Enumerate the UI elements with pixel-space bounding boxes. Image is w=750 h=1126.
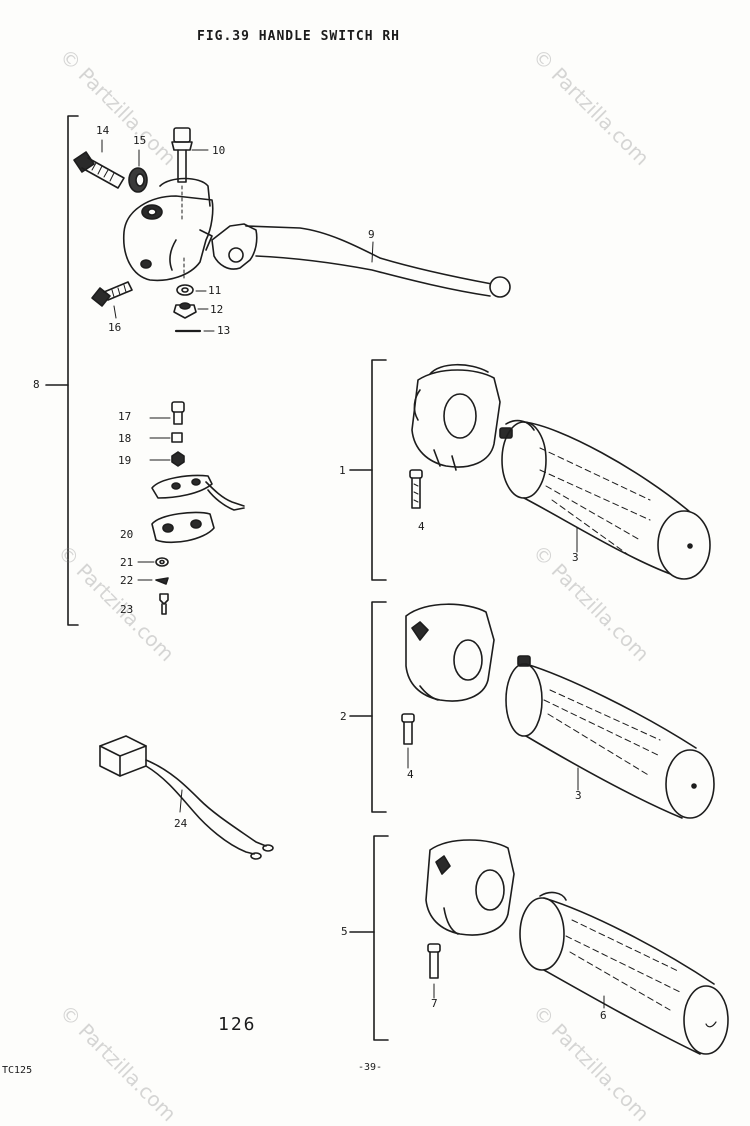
group-5-bracket <box>349 835 389 1041</box>
model-code: TC125 <box>2 1065 33 1076</box>
group-1-bracket <box>349 359 387 581</box>
callout-3-group-1: 3 <box>572 551 579 564</box>
callout-17: 17 <box>118 410 132 423</box>
lever-holder <box>122 177 214 282</box>
group-5-switch-housing <box>425 839 515 936</box>
callout-11: 11 <box>208 284 222 297</box>
part-20-block <box>151 511 215 544</box>
callout-5: 5 <box>341 925 348 938</box>
group-5-screw-7 <box>427 943 441 999</box>
parts-diagram-page: © Partzilla.com © Partzilla.com © Partzi… <box>2 29 729 1126</box>
callout-19: 19 <box>118 454 132 467</box>
callout-2: 2 <box>340 710 347 723</box>
callout-13: 13 <box>217 324 231 337</box>
callout-4-group-1: 4 <box>418 520 425 533</box>
callout-10: 10 <box>212 144 226 157</box>
callout-22: 22 <box>120 574 134 587</box>
bracket-8 <box>45 115 79 626</box>
callout-9: 9 <box>368 228 375 241</box>
group-2-screw-4 <box>401 713 415 769</box>
part-24-wire-harness <box>99 735 274 860</box>
callout-15: 15 <box>133 134 147 147</box>
group-1-grip-3 <box>499 419 711 580</box>
callout-1: 1 <box>339 464 346 477</box>
callout-18: 18 <box>118 432 132 445</box>
callout-6: 6 <box>600 1009 607 1022</box>
part-16-bolt <box>91 281 133 319</box>
parts-11-12-13 <box>173 257 215 333</box>
group-2-switch-housing <box>405 603 495 702</box>
group-2-grip-3 <box>505 655 715 819</box>
group-2-bracket <box>349 601 387 813</box>
callout-7: 7 <box>431 997 438 1010</box>
callout-16: 16 <box>108 321 122 334</box>
part-14-bolt <box>73 139 125 189</box>
parts-17-18-19 <box>149 401 185 467</box>
callout-12: 12 <box>210 303 224 316</box>
stop-switch-plate <box>151 474 245 511</box>
callout-21: 21 <box>120 556 134 569</box>
callout-24: 24 <box>174 817 188 830</box>
parts-21-22-23 <box>137 557 169 615</box>
callout-4-group-2: 4 <box>407 768 414 781</box>
callout-14: 14 <box>96 124 110 137</box>
page-number: -39- <box>358 1062 383 1073</box>
exploded-parts-drawing <box>45 115 729 1055</box>
group-1-screw-4 <box>409 469 423 509</box>
callout-8: 8 <box>33 378 40 391</box>
group-5-grip-6 <box>519 891 729 1055</box>
figure-code: 126 <box>218 1014 257 1035</box>
callout-23: 23 <box>120 603 134 616</box>
callout-3-group-2: 3 <box>575 789 582 802</box>
part-15-washer <box>128 149 148 193</box>
group-1-switch-housing <box>411 363 501 471</box>
part-9-lever <box>211 223 511 298</box>
figure-title: FIG.39 HANDLE SWITCH RH <box>197 29 401 44</box>
part-10-bolt <box>171 127 209 223</box>
callout-20: 20 <box>120 528 134 541</box>
